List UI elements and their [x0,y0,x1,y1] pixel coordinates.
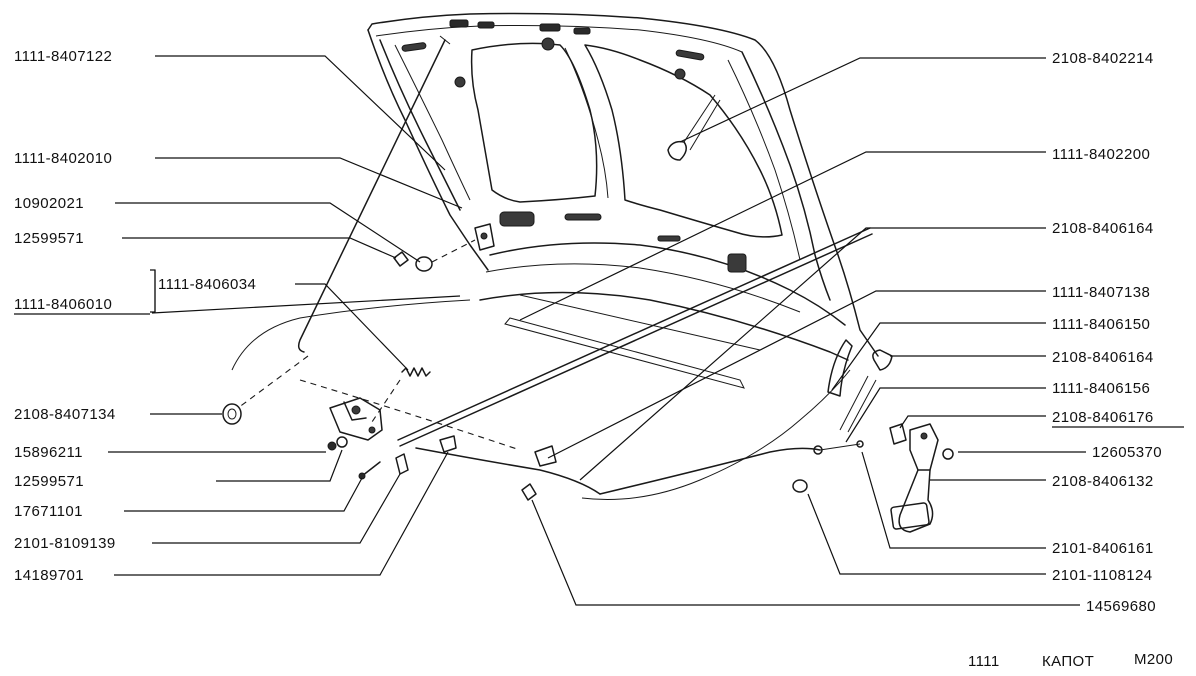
label-1111-8402200: 1111-8402200 [1052,146,1150,163]
label-12599571-bottom: 12599571 [14,473,84,490]
label-1111-8407122: 1111-8407122 [14,48,112,65]
release-cable [397,227,893,501]
hinge-hardware [393,94,721,272]
label-2101-8109139: 2101-8109139 [14,535,116,552]
label-2101-1108124: 2101-1108124 [1052,567,1152,584]
label-17671101: 17671101 [14,503,83,520]
label-12605370: 12605370 [1092,444,1162,461]
label-1111-8406156: 1111-8406156 [1052,380,1150,397]
hood-prop-rod [237,35,451,409]
label-2108-8406132: 2108-8406132 [1052,473,1154,490]
footer-title: КАПОТ [1042,653,1094,670]
label-2108-8407134: 2108-8407134 [14,406,116,423]
label-2108-8406176: 2108-8406176 [1052,409,1154,426]
label-2101-8406161: 2101-8406161 [1052,540,1154,557]
label-1111-8406010: 1111-8406010 [14,296,112,313]
label-14189701: 14189701 [14,567,84,584]
hood-panel [231,12,879,500]
label-1111-8406034: 1111-8406034 [158,276,256,293]
label-14569680: 14569680 [1086,598,1156,615]
label-2108-8406164-b: 2108-8406164 [1052,349,1154,366]
label-15896211: 15896211 [14,444,83,461]
label-10902021: 10902021 [14,195,84,212]
label-1111-8402010: 1111-8402010 [14,150,112,167]
label-1111-8406150: 1111-8406150 [1052,316,1150,333]
hood-latch [222,367,457,480]
leader-lines [108,55,1086,606]
footer-model: 1111 [968,653,1000,670]
release-handle [792,423,954,533]
label-1111-8407138: 1111-8407138 [1052,284,1150,301]
footer-page: М200 [1134,651,1173,668]
label-2108-8406164-a: 2108-8406164 [1052,220,1154,237]
label-2108-8402214: 2108-8402214 [1052,50,1154,67]
label-12599571-top: 12599571 [14,230,84,247]
